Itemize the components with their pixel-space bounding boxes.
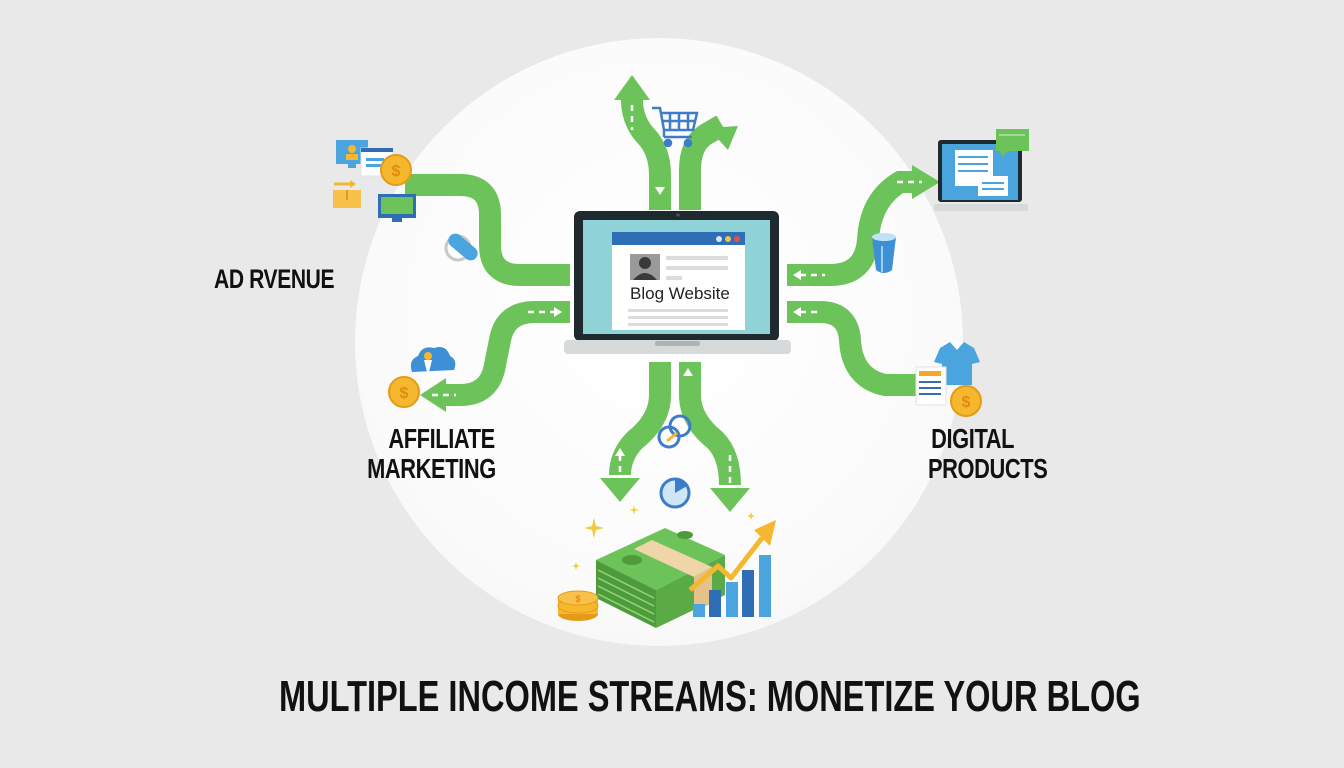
digital-icons: $ [872,129,1029,417]
label-digital-line1: DIGITAL [931,423,1015,454]
pie-chart-icon [659,477,691,509]
cash-stack-icon [596,528,725,628]
label-ad-revenue-text: AD RVENUE [214,264,335,294]
bar-chart-icon [693,555,771,617]
chat-bubble-icon [996,129,1029,157]
arrow-dash-tips [554,187,801,456]
coin-icon [380,154,412,186]
arrow-bottom-right [679,362,741,486]
arrowhead-top-right [708,126,738,150]
flow-arrows [405,99,918,486]
shopping-cart-icon [652,106,699,148]
trend-arrow-icon [688,520,776,592]
arrow-top-left [621,99,671,210]
sparkles [572,505,755,570]
svg-text:$: $ [962,394,971,411]
label-digital-products: DIGITAL PRODUCTS [928,423,1048,485]
coin-stack-icon: $ [557,590,599,621]
cup-icon [872,233,896,273]
arrow-digital-lower [787,301,918,396]
arrow-ad-revenue [405,174,570,286]
affiliate-icons: $ [388,347,456,408]
link-icon [657,414,692,449]
arrow-bottom-left [609,362,671,476]
arrowhead-digital-upper [912,165,940,199]
arrow-top-right [679,115,728,210]
coin-icon [388,376,420,408]
arrowhead-bottom-right [710,488,750,512]
ad-revenue-icons: $ [333,140,478,262]
label-affiliate-line1: AFFILIATE [388,423,495,454]
page-title: MULTIPLE INCOME STREAMS: MONETIZE YOUR B… [279,672,1141,721]
arrow-dashes [432,105,922,485]
bottom-icons: $ [557,414,776,628]
coin-icon [950,385,982,417]
svg-text:$: $ [575,594,580,604]
document-icon [915,366,947,406]
arrowhead-top-left [614,75,650,100]
laptop-icon [564,211,791,354]
arrowhead-bottom-left [600,478,640,502]
label-ad-revenue: AD RVENUE [214,264,335,294]
arrow-affiliate [440,301,570,406]
arrow-digital-upper [787,171,915,286]
cloud-icon [410,347,456,372]
label-digital-line2: PRODUCTS [928,453,1048,485]
svg-text:$: $ [392,163,401,180]
svg-text:$: $ [400,385,409,402]
label-affiliate-line2: MARKETING [367,453,496,485]
center-label: Blog Website [630,284,730,303]
label-affiliate-marketing: AFFILIATE MARKETING [367,423,496,484]
link-icon [444,233,478,262]
